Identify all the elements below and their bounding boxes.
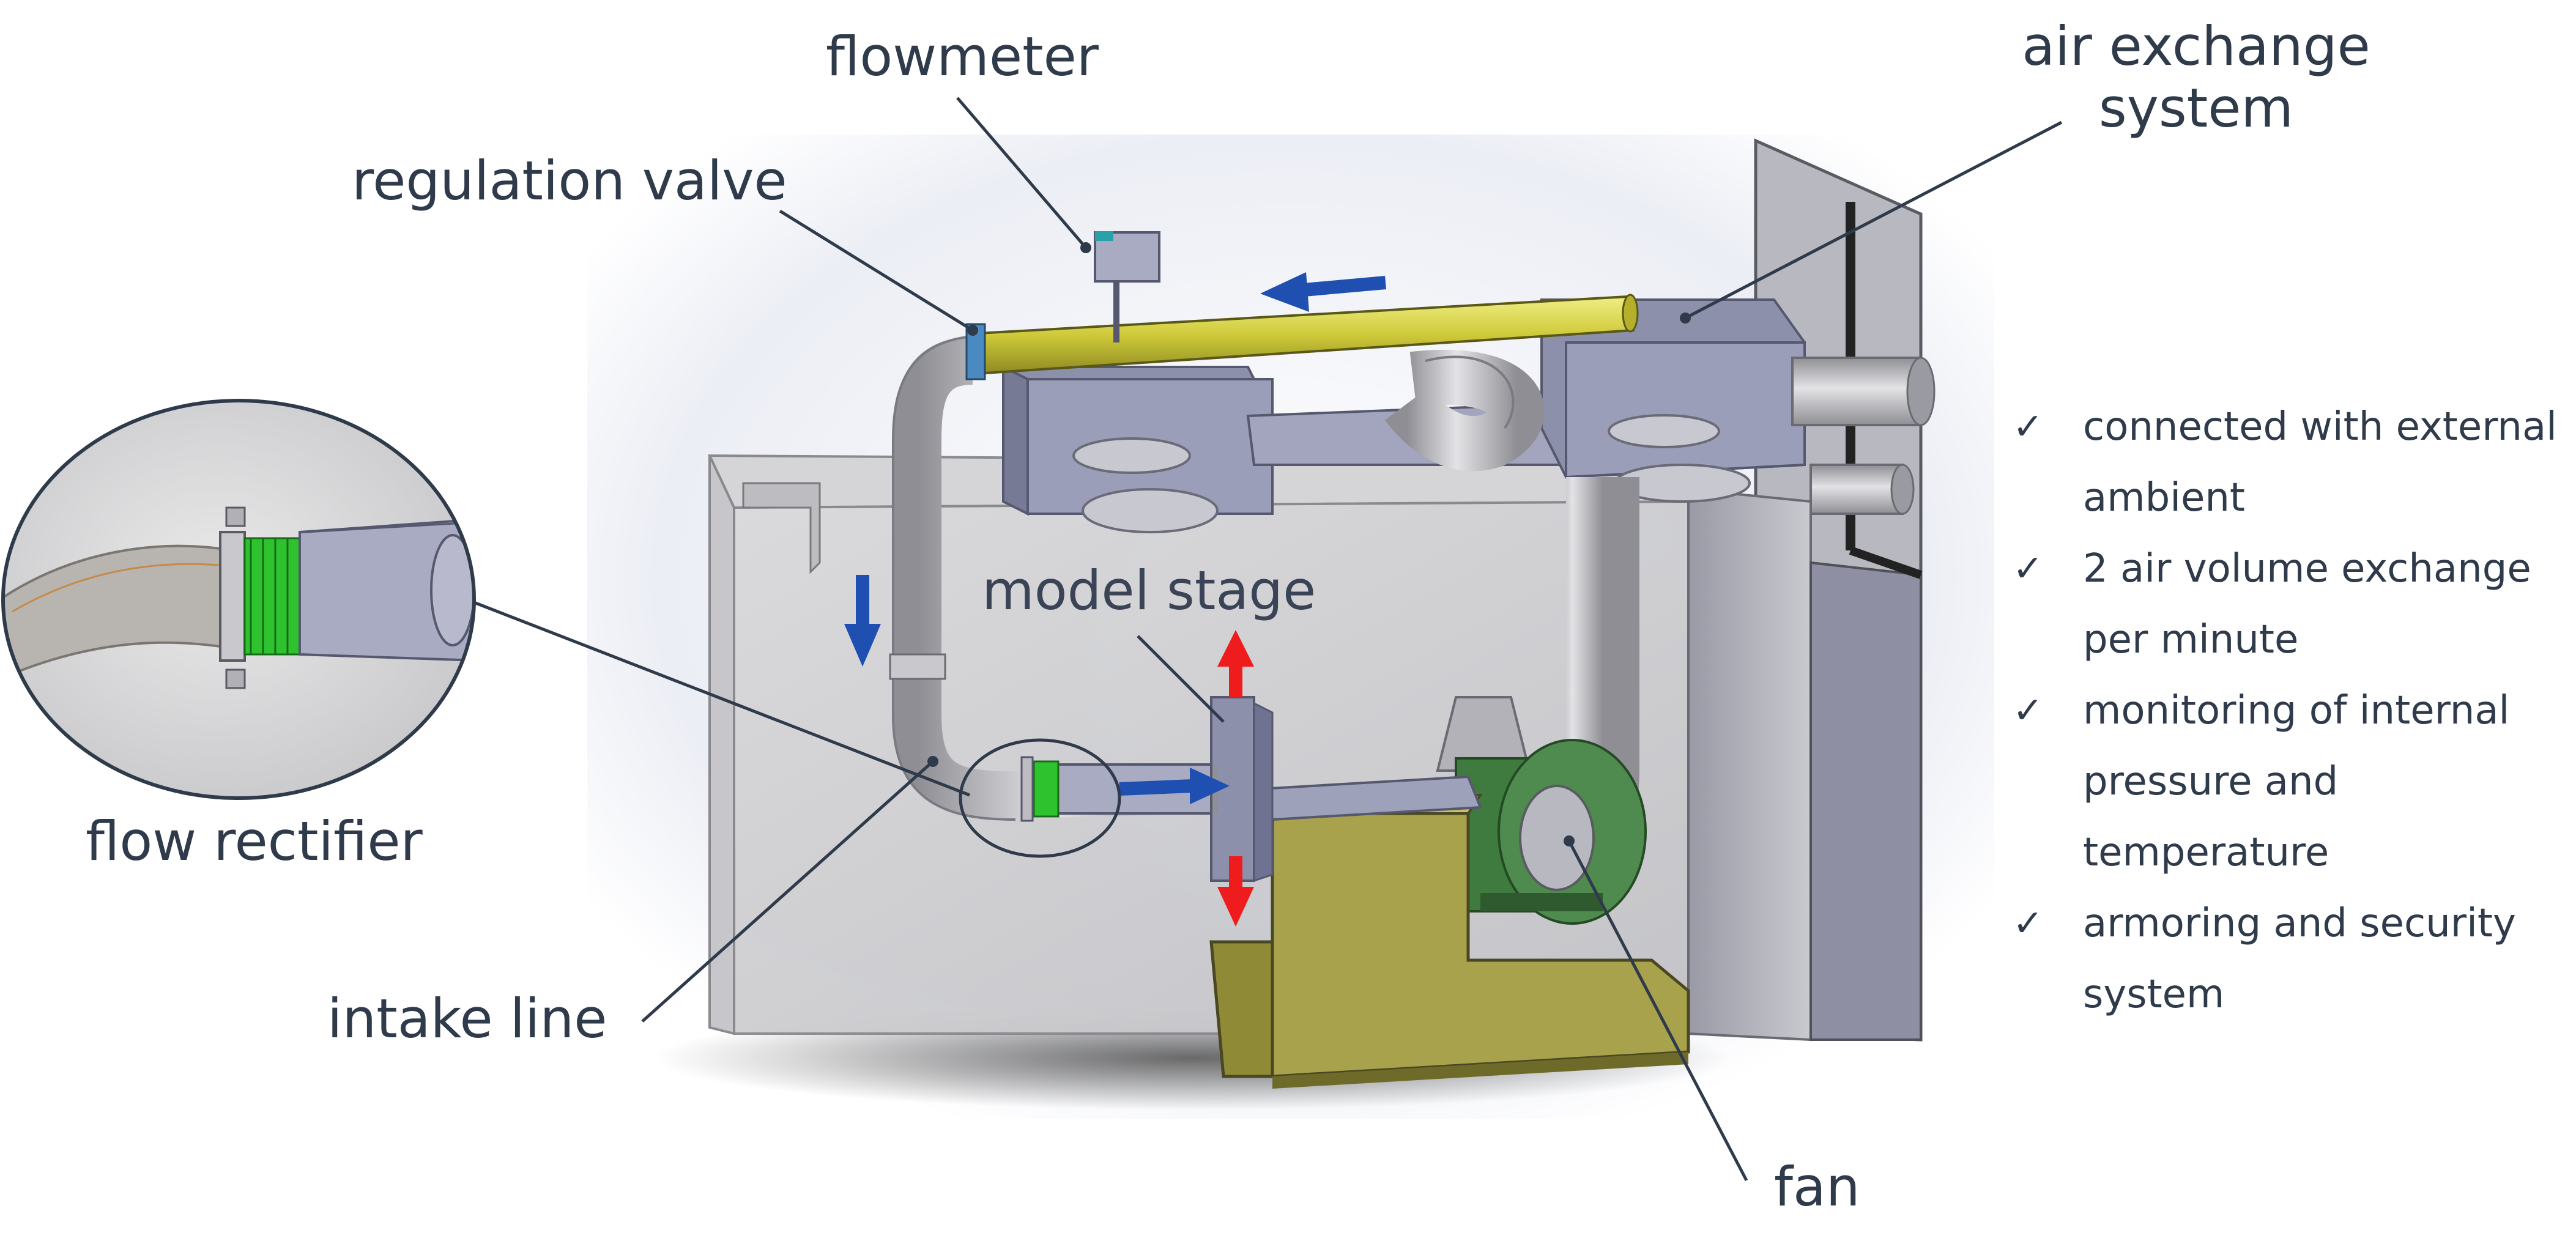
feature-text: armoring and security system (2083, 901, 2516, 1017)
leader-flowmeter (956, 97, 1087, 249)
checkmark-icon: ✓ (2013, 902, 2044, 945)
feature-list: ✓ connected with external ambient ✓ 2 ai… (2013, 391, 2563, 1030)
label-air-exchange-line1: air exchange (2022, 15, 2370, 78)
flow-arrow-upper (1260, 272, 1386, 312)
leader-fan (1567, 840, 1748, 1182)
flow-arrow-down (844, 575, 881, 667)
feature-text: monitoring of internal pressure and temp… (2083, 688, 2510, 875)
label-regulation-valve: regulation valve (352, 149, 787, 212)
feature-item: ✓ connected with external ambient (2013, 391, 2563, 533)
label-flow-rectifier: flow rectifier (86, 810, 423, 873)
test-chamber (707, 454, 1691, 1035)
label-fan: fan (1774, 1155, 1860, 1218)
feature-item: ✓ monitoring of internal pressure and te… (2013, 675, 2563, 888)
checkmark-icon: ✓ (2013, 547, 2044, 590)
leader-air-exchange (1684, 120, 2063, 320)
label-air-exchange-line2: system (2098, 76, 2294, 140)
flow-rectifier-inset (1, 399, 476, 800)
rectifier-highlight-ellipse (959, 738, 1121, 858)
feature-text: 2 air volume exchange per minute (2083, 546, 2531, 662)
label-flowmeter: flowmeter (826, 25, 1099, 88)
label-air-exchange-system: air exchange system (2019, 15, 2374, 139)
leader-model-stage (1137, 635, 1225, 723)
feature-text: connected with external ambient (2083, 404, 2557, 520)
flow-arrow-right (1119, 768, 1230, 804)
leader-intake-line (641, 760, 934, 1023)
fan-unit (1455, 739, 1647, 925)
feature-item: ✓ armoring and security system (2013, 888, 2563, 1030)
feature-item: ✓ 2 air volume exchange per minute (2013, 533, 2563, 675)
label-intake-line: intake line (327, 987, 607, 1050)
label-model-stage: model stage (982, 559, 1316, 622)
leader-lines (473, 97, 2063, 1182)
leader-flow-rectifier (473, 601, 970, 797)
flowmeter-device (1094, 231, 1160, 342)
motion-arrow-up (1217, 630, 1254, 697)
checkmark-icon: ✓ (2013, 689, 2044, 732)
checkmark-icon: ✓ (2013, 405, 2044, 448)
motion-arrow-down (1217, 856, 1254, 927)
intake-pipe (889, 335, 1219, 822)
leader-regulation-valve (779, 209, 974, 332)
